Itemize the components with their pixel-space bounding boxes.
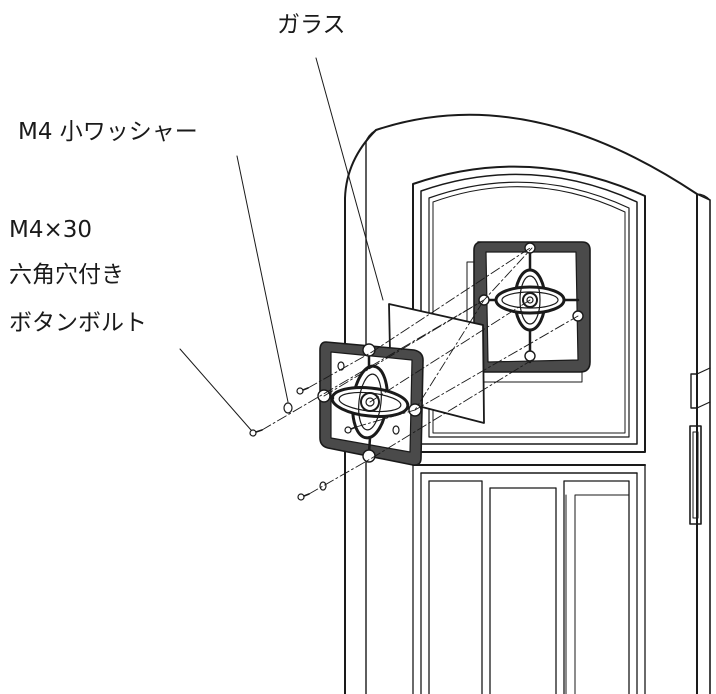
label-washer: M4 小ワッシャー bbox=[18, 119, 198, 145]
leader-glass bbox=[315, 57, 384, 301]
front-window-frame bbox=[317, 341, 424, 466]
door bbox=[344, 113, 711, 694]
washers bbox=[283, 361, 400, 491]
assembly-center-lines bbox=[261, 247, 579, 495]
leader-lines bbox=[179, 57, 384, 431]
door-outline bbox=[344, 113, 698, 694]
rear-window-frame bbox=[473, 241, 591, 373]
bolts-and-washers bbox=[249, 361, 400, 501]
latch-plate bbox=[689, 425, 702, 525]
label-bolt-type: 六角穴付き bbox=[9, 262, 124, 288]
leader-washer bbox=[236, 155, 289, 403]
label-bolt-size: M4×30 bbox=[9, 217, 93, 243]
label-bolt-name: ボタンボルト bbox=[9, 310, 147, 336]
bolts bbox=[249, 387, 352, 501]
label-glass: ガラス bbox=[277, 12, 346, 38]
hardware bbox=[689, 367, 711, 525]
leader-bolt bbox=[179, 348, 252, 431]
lower-panels bbox=[412, 464, 646, 694]
